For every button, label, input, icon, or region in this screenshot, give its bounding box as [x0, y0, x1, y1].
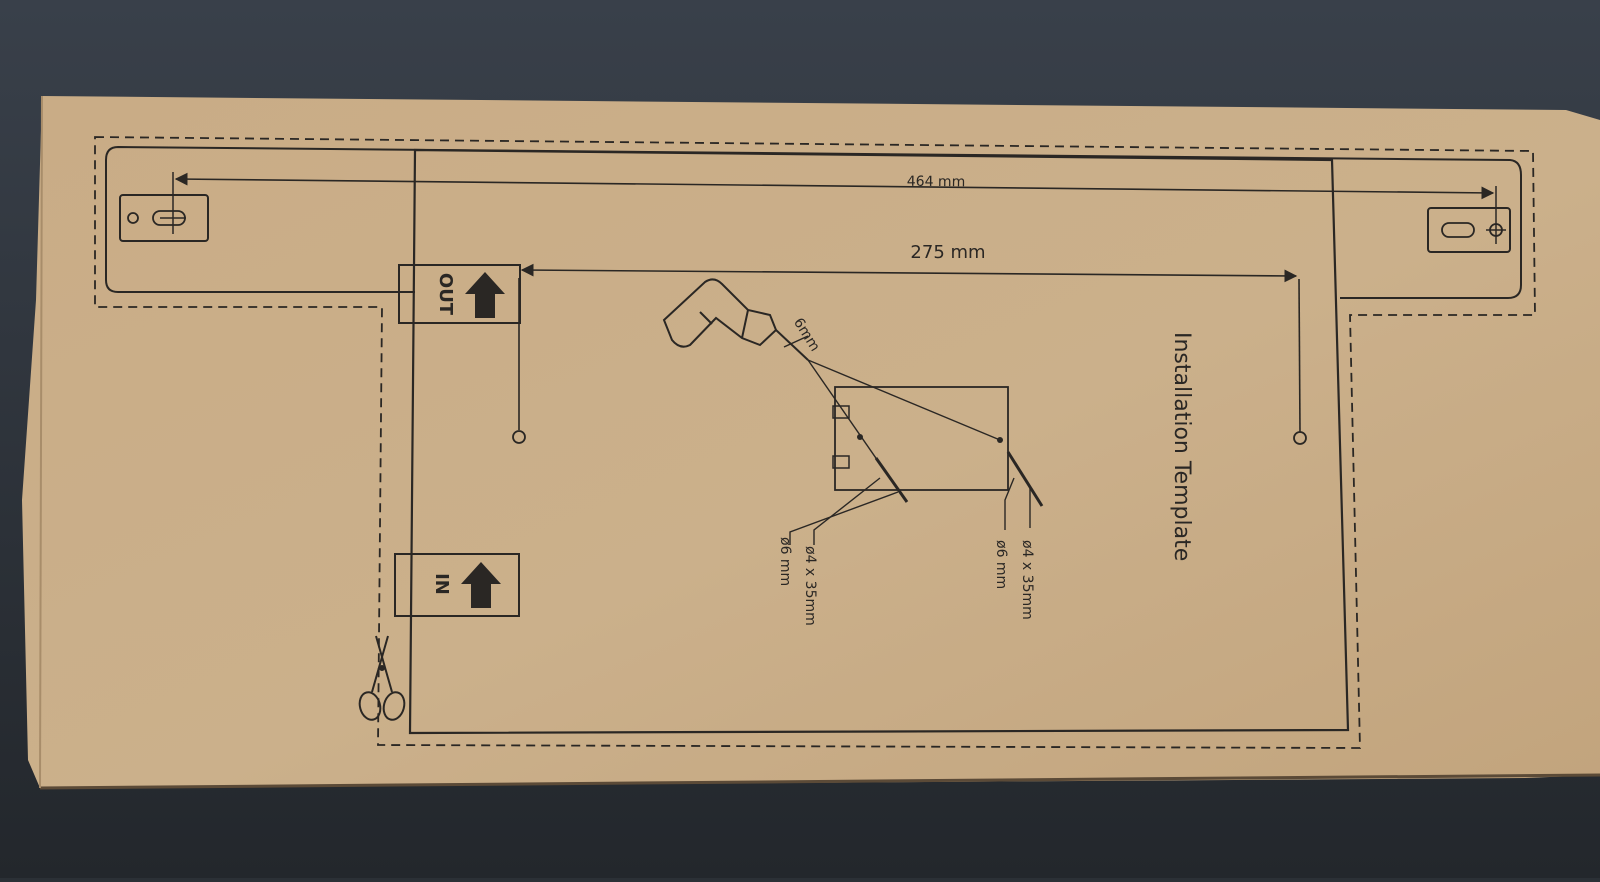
dimension-label-464: 464 mm [907, 174, 966, 191]
screw-label-right-a: ø4 x 35mm [1019, 540, 1035, 620]
screw-point-left [857, 434, 863, 440]
screw-point-right [997, 437, 1003, 443]
arrow-up-icon [465, 272, 505, 318]
right-bracket-slot [1441, 222, 1475, 238]
scissors-icon [358, 635, 406, 721]
dimension-label-275: 275 mm [910, 242, 985, 263]
wall-clip-top [832, 405, 850, 419]
screw-label-left-a: ø4 x 35mm [802, 546, 818, 626]
drill-guide-right [807, 359, 1001, 441]
wall-unit-sketch [834, 386, 1009, 491]
left-bracket [119, 194, 209, 242]
wall-clip-bottom [832, 455, 850, 469]
box-left-edge [39, 95, 43, 789]
drill-icon [662, 278, 809, 361]
cut-line-dashed [94, 136, 1536, 749]
screw-leader-left-a [813, 477, 881, 545]
drill-mark-right-leader [1298, 278, 1301, 433]
screw-label-right-b: ø6 mm [993, 540, 1009, 589]
screw-leader-left-b [789, 491, 899, 545]
screw-leader-right-a [1004, 477, 1015, 530]
drill-bit-marker [783, 335, 809, 348]
right-bracket [1427, 207, 1511, 253]
cardboard-box [22, 96, 1600, 788]
in-label: IN [431, 573, 452, 595]
arrow-up-icon [461, 562, 501, 608]
template-outline [408, 148, 1350, 735]
rail-outline [105, 146, 1522, 299]
left-bracket-hole [127, 212, 139, 224]
out-label: OUT [435, 273, 456, 316]
in-indicator-box [394, 553, 520, 617]
template-title: Installation Template [1169, 332, 1194, 561]
screw-left [874, 457, 909, 503]
dimension-line-464 [174, 172, 1495, 200]
drill-mark-right [1293, 431, 1307, 445]
drill-mark-left [512, 430, 526, 444]
box-bottom-edge [39, 773, 1600, 790]
screw-right [1006, 451, 1044, 507]
out-indicator-box [398, 264, 521, 324]
screw-label-left-b: ø6 mm [777, 537, 793, 586]
dimension-line-275 [520, 263, 1298, 283]
